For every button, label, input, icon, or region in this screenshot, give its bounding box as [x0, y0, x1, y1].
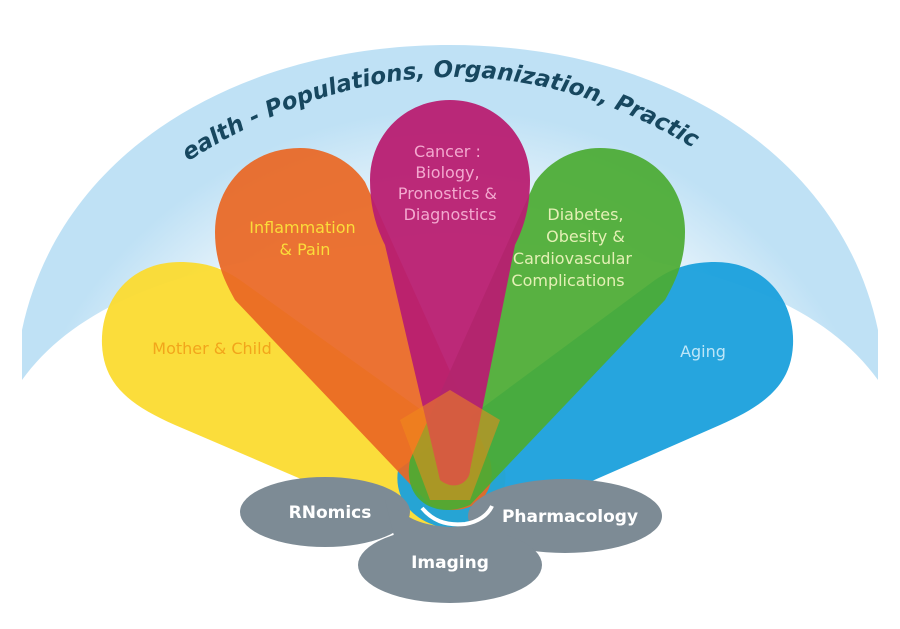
label-inflammation-pain: Inflammation & Pain	[249, 218, 360, 259]
base-ellipse-imaging	[358, 527, 542, 603]
label-diabetes: Diabetes, Obesity & Cardiovascular Compl…	[511, 205, 637, 290]
label-aging: Aging	[680, 342, 726, 361]
label-cancer: Cancer : Biology, Pronostics & Diagnosti…	[398, 142, 502, 224]
label-imaging: Imaging	[411, 553, 489, 573]
label-mother-child: Mother & Child	[152, 339, 271, 358]
base-ellipse-pharmacology	[468, 479, 662, 553]
label-pharmacology: Pharmacology	[502, 507, 638, 527]
center-blend	[400, 390, 500, 500]
label-rnomics: RNomics	[289, 503, 372, 523]
base-cluster	[240, 477, 662, 603]
base-connector	[385, 500, 505, 540]
base-ellipse-rnomics	[240, 477, 410, 547]
petal-cancer	[370, 100, 530, 486]
base-outline	[420, 505, 494, 527]
